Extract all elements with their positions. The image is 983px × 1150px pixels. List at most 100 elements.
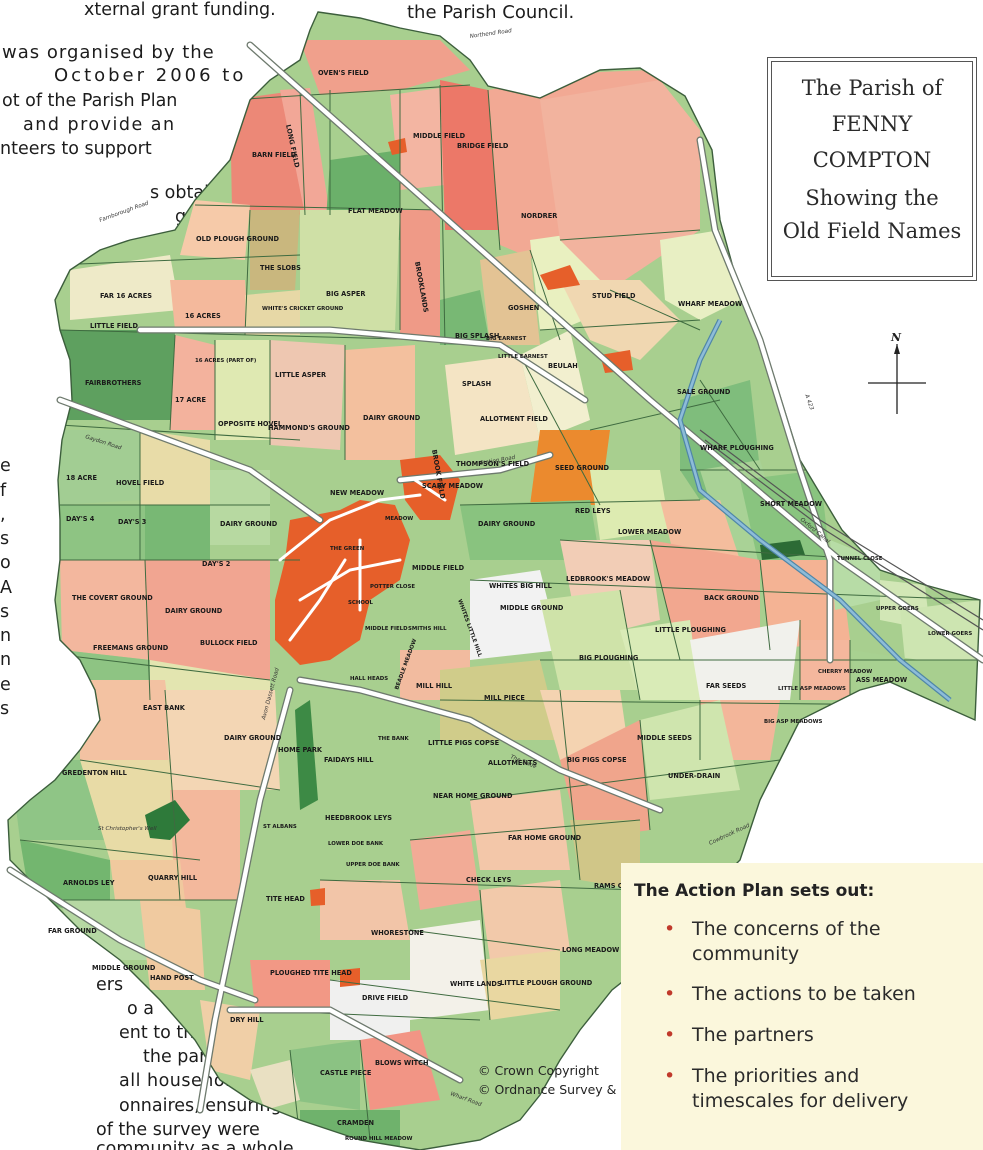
field-label: CRAMDEN <box>337 1119 374 1127</box>
field-label: BACK GROUND <box>704 594 759 602</box>
canal-water <box>678 319 951 702</box>
text-line: nteers to support <box>0 139 152 159</box>
field-label: UPPER GOERS <box>876 606 919 612</box>
map-title-line: FENNY <box>831 112 913 136</box>
field-label: FAIDAYS HILL <box>324 756 374 764</box>
field-label: HAMMOND'S GROUND <box>268 424 350 432</box>
road-label: Farnborough Road <box>99 200 150 224</box>
road-label: A 423 <box>803 393 815 412</box>
action-plan-item: • The concerns of the community <box>664 917 881 967</box>
field-label: WHITE'S CRICKET GROUND <box>262 306 344 312</box>
field-label: DAY'S 4 <box>66 515 95 523</box>
field-label: BIG ASP MEADOWS <box>764 719 823 725</box>
field-label: UPPER DOE BANK <box>346 862 400 868</box>
field-label: MIDDLE FIELD <box>412 564 465 572</box>
field-label: UNDER-DRAIN <box>668 772 720 780</box>
field-label: HAND POST <box>150 974 194 982</box>
map-title-box: The Parish of FENNY COMPTON Showing the … <box>767 57 977 281</box>
field-label: BLOWS WITCH <box>375 1059 429 1067</box>
field-label: LONG MEADOW <box>562 946 620 954</box>
text-line: e <box>0 675 11 695</box>
field-label: SEED GROUND <box>555 464 609 472</box>
text-line: and provide an <box>23 115 176 135</box>
action-plan-item: • The partners <box>664 1023 814 1048</box>
field-label: DAIRY GROUND <box>224 734 282 742</box>
action-plan-title: The Action Plan sets out: <box>634 881 875 901</box>
field-label: DAIRY GROUND <box>478 520 536 528</box>
bullet-icon: • <box>664 1065 676 1087</box>
field-label: LITTLE PIGS COPSE <box>428 739 500 747</box>
field-label: FAR HOME GROUND <box>508 834 582 842</box>
field-labels: OVEN'S FIELD BARN FIELD LONG FIELD MIDDL… <box>48 69 972 1142</box>
field-label: 16 ACRES <box>185 312 221 320</box>
field-label: WHARF PLOUGHING <box>700 444 774 452</box>
field-label: BEULAH <box>548 362 578 370</box>
field-label: FLAT MEADOW <box>348 207 403 215</box>
field-label: POTTER CLOSE <box>370 584 415 590</box>
road-label: Northend Road <box>469 28 512 40</box>
field-label: MIDDLE FIELD <box>413 132 466 140</box>
map-title-line: COMPTON <box>812 148 932 172</box>
field-label: BIG PIGS COPSE <box>567 756 627 764</box>
action-plan-item-text: The priorities and <box>692 1065 860 1087</box>
field-label: LITTLE ASP MEADOWS <box>778 686 846 692</box>
field-label: LITTLE FIELD <box>90 322 138 330</box>
field-label: DRIVE FIELD <box>362 994 409 1002</box>
roads <box>6 41 983 1114</box>
text-line: o a <box>127 999 154 1019</box>
field-label: FREEMANS GROUND <box>93 644 169 652</box>
field-label: SALE GROUND <box>677 388 731 396</box>
field-label: TUNNEL CLOSE <box>837 556 883 562</box>
action-plan-item-text: The concerns of the <box>692 918 881 940</box>
field-label: DRY HILL <box>230 1016 264 1024</box>
field-label: GREDENTON HILL <box>62 769 128 777</box>
action-plan-item-text: timescales for delivery <box>692 1090 909 1112</box>
field-label: LOWER DOE BANK <box>328 841 384 847</box>
railway <box>699 429 983 631</box>
field-label: LOWER GOERS <box>928 631 972 637</box>
field-boundaries <box>19 84 980 1141</box>
bullet-icon: • <box>664 918 676 940</box>
field-label: CHERRY MEADOW <box>818 669 872 675</box>
text-line: October 2006 to <box>54 65 247 86</box>
text-line: A <box>0 578 12 598</box>
field-label: HALL HEADS <box>350 676 388 682</box>
field-label: LITTLE ASPER <box>275 371 326 379</box>
map-title-line: Showing the <box>805 186 939 210</box>
text-line: s <box>0 529 10 549</box>
field-label: ROUND HILL MEADOW <box>345 1136 413 1142</box>
text-line: f <box>0 481 7 501</box>
field-label: HOME PARK <box>278 746 323 754</box>
field-label: ALLOTMENTS <box>488 759 537 767</box>
field-label: OLD PLOUGH GROUND <box>196 235 280 243</box>
field-label: SCHOOL <box>348 600 374 606</box>
field-label: BARN FIELD <box>252 151 297 159</box>
field-label: OVEN'S FIELD <box>318 69 369 77</box>
field-label: HEEDBROOK LEYS <box>325 814 392 822</box>
field-label: BIG ASPER <box>326 290 365 298</box>
field-label: BIG PLOUGHING <box>579 654 638 662</box>
field-label: OPPOSITE HOVEL <box>218 420 283 428</box>
field-label: MIDDLE GROUND <box>92 964 156 972</box>
field-label: HOVEL FIELD <box>116 479 165 487</box>
text-line: s <box>0 699 10 719</box>
field-label: LITTLE PLOUGHING <box>655 626 726 634</box>
field-label: RAMS CLOSE <box>594 882 642 890</box>
action-plan-box: The Action Plan sets out: • The concerns… <box>621 863 983 1150</box>
field-label: THOMPSON'S FIELD <box>456 460 530 468</box>
field-label: MILL HILL <box>416 682 453 690</box>
field-label: MILL PIECE <box>484 694 525 702</box>
field-label: FAR GROUND <box>48 927 97 935</box>
field-label: TITE HEAD <box>266 895 305 903</box>
north-arrow-icon: N <box>868 331 926 414</box>
bullet-icon: • <box>664 983 676 1005</box>
field-label: DAY'S 3 <box>118 518 147 526</box>
text-line: n <box>0 626 12 646</box>
field-label: ASS MEADOW <box>856 676 908 684</box>
bullet-icon: • <box>664 1024 676 1046</box>
field-label: SMITHS HILL <box>408 626 447 632</box>
field-label: SCARY MEADOW <box>422 482 484 490</box>
field-label: FAR SEEDS <box>706 682 746 690</box>
text-line: e <box>0 456 11 476</box>
